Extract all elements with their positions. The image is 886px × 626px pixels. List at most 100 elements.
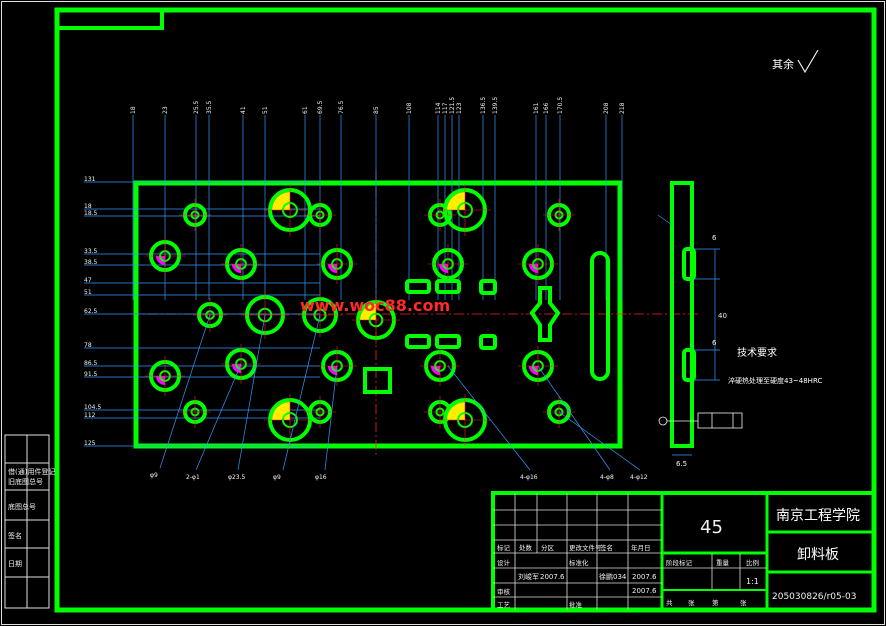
hole [221, 244, 261, 284]
side-dim-label: 6 [712, 234, 717, 242]
left-strip-labels: 借(通)用件登记 旧底图总号 底图总号 签名 日期 [8, 467, 55, 568]
title-cell-label: 标准化 [569, 558, 589, 567]
cross-opening [529, 286, 561, 342]
title-cell-label: 设计 [497, 558, 511, 567]
hole [439, 184, 491, 236]
hole [145, 236, 185, 276]
tech-req-text: 淬硬热处理至硬度43~48HRC [728, 376, 822, 385]
top-dim-label: 85 [373, 106, 380, 114]
left-dim-label: 112 [84, 412, 96, 419]
title-cell-label: 比例 [746, 558, 759, 567]
top-dim-label: 25.5 [193, 100, 200, 114]
hole-label: φ9 [150, 472, 158, 479]
side-view-dims [657, 214, 720, 456]
top-dim-label: 208 [603, 102, 610, 114]
title-cell-label: 阶段标记 [666, 558, 693, 567]
side-dim-label: 6.5 [676, 460, 687, 468]
left-dim-label: 78 [84, 342, 92, 349]
left-dim-label: 33.5 [84, 248, 98, 255]
title-block-cell-labels: 标记处数分区更改文件号签名年月日设计标准化审核工艺批准阶段标记重量比例共张第张 [497, 543, 759, 609]
watermark: www.woc88.com [300, 296, 450, 315]
part-name: 卸料板 [797, 547, 839, 563]
top-dim-label: 170.5 [557, 97, 564, 114]
title-block [491, 491, 876, 612]
left-dim-label: 131 [84, 176, 96, 183]
title-cell-label: 审核 [497, 587, 511, 596]
hole [439, 394, 491, 446]
date-2: 2007.6 [632, 573, 657, 581]
left-strip-label: 日期 [8, 560, 22, 568]
top-dim-label: 139.5 [492, 97, 499, 114]
hole [317, 346, 357, 386]
hole [428, 244, 468, 284]
left-dim-label: 47 [84, 277, 92, 284]
hole-leader [558, 411, 641, 471]
drawing-number: 205030826/r05-03 [772, 592, 856, 602]
roughness-note: 其余 [772, 57, 794, 71]
top-dimension-lines [132, 115, 623, 300]
top-dim-label: 35.5 [206, 100, 213, 114]
left-dim-label: 18 [84, 203, 92, 210]
left-strip-label: 借(通)用件登记 [8, 467, 55, 476]
side-view [670, 181, 696, 448]
title-cell-label: 工艺 [497, 601, 511, 609]
top-dim-label: 123 [456, 102, 463, 114]
top-dim-label: 161 [533, 102, 540, 114]
hole [543, 199, 575, 231]
top-dim-label: 166 [543, 102, 550, 114]
hole-leader [282, 314, 321, 471]
hole-leader [159, 314, 211, 469]
left-dim-label: 104.5 [84, 404, 101, 411]
top-dim-label: 114 [435, 102, 442, 114]
top-dim-label: 61 [302, 106, 309, 114]
checker-name: 徐鹏034 [599, 572, 627, 581]
hole-leader [237, 314, 266, 471]
left-dim-label: 18.5 [84, 210, 98, 217]
top-dim-label: 136.5 [480, 97, 487, 114]
material-label: 45 [700, 517, 723, 538]
date-1: 2007.6 [540, 573, 565, 581]
hole [424, 199, 456, 231]
title-cell-label: 签名 [600, 543, 613, 552]
hole-label: φ9 [273, 474, 281, 481]
title-cell-label: 张 [740, 598, 747, 607]
center-slots [363, 279, 497, 394]
side-dim-label: 6 [712, 339, 717, 347]
left-dim-label: 86.5 [84, 360, 98, 367]
top-dim-label: 108 [406, 102, 413, 114]
left-dimension-labels: 1311818.533.538.5475162.57886.591.5104.5… [84, 176, 101, 447]
title-cell-label: 张 [688, 598, 695, 607]
title-cell-label: 更改文件号 [569, 543, 602, 552]
left-dim-label: 51 [84, 289, 92, 296]
designer-name: 刘峻军 [518, 572, 539, 581]
title-cell-label: 共 [666, 598, 673, 607]
flatness-callout [658, 412, 743, 429]
hole-label: 2-φ1 [186, 474, 200, 481]
title-cell-label: 处数 [519, 543, 533, 552]
top-dim-label: 51 [262, 106, 269, 114]
left-dim-label: 125 [84, 440, 96, 447]
title-cell-label: 分区 [541, 543, 555, 552]
left-dim-label: 62.5 [84, 308, 98, 315]
title-block-grid [493, 493, 767, 610]
top-dim-label: 76.5 [338, 100, 345, 114]
hole [420, 346, 460, 386]
hole-leader [447, 365, 531, 471]
hole-leader [195, 363, 242, 471]
left-strip-label: 旧底图总号 [8, 477, 43, 486]
top-dim-label: 117 [442, 102, 449, 114]
hole [264, 394, 316, 446]
holes-group [145, 184, 575, 446]
hole-label-leaders [159, 314, 641, 471]
left-strip-label: 底图总号 [8, 502, 36, 511]
hole [518, 244, 558, 284]
hole [304, 396, 336, 428]
hole-label: φ16 [315, 474, 327, 481]
hole-leader [324, 365, 338, 471]
top-dim-label: 23 [162, 106, 169, 114]
hole-label: 4-φ16 [520, 474, 538, 481]
code-box [55, 8, 164, 30]
